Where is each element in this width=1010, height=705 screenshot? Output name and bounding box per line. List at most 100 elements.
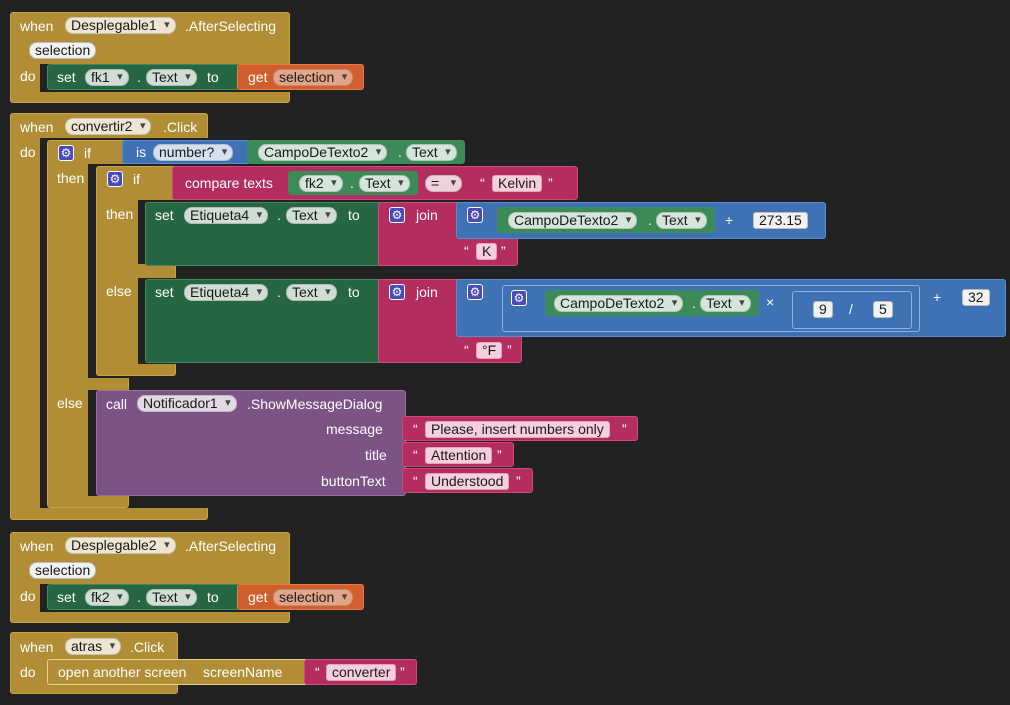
property-dropdown[interactable]: Text [286,284,337,301]
call-keyword: call [106,396,128,412]
buttontext-label: buttonText [321,473,386,489]
property-dropdown[interactable]: Text [146,69,197,86]
close-quote: ” [497,447,502,463]
get-variable-dropdown[interactable]: selection [273,69,354,86]
property-dropdown[interactable]: Text [286,207,337,224]
is-number-block[interactable]: is number? [122,140,250,164]
fahrenheit-unit-text[interactable]: °F [476,342,503,359]
component-dropdown[interactable]: CampoDeTexto2 [554,295,684,312]
compare-texts-block[interactable]: compare texts = “ Kelvin ” [172,166,578,200]
mutator-gear-icon[interactable]: ⚙ [389,207,405,223]
getter-fk2-text[interactable]: fk2 . Text [288,171,418,195]
mutator-gear-icon[interactable]: ⚙ [467,284,483,300]
set-keyword: set [57,69,76,85]
to-keyword: to [207,69,219,85]
property-dropdown[interactable]: Text [146,589,197,606]
component-dropdown[interactable]: fk2 [299,175,343,192]
event-name: .Click [163,119,198,135]
param-selection[interactable]: selection [29,562,97,579]
property-dropdown[interactable]: Text [406,144,457,161]
when-keyword: when [20,639,54,655]
get-variable-dropdown[interactable]: selection [273,589,354,606]
getter-campodetexto2-text[interactable]: CampoDeTexto2 . Text [247,140,465,164]
mutator-gear-icon[interactable]: ⚙ [467,207,483,223]
open-quote: “ [480,175,485,191]
then-keyword: then [57,170,85,186]
close-quote: ” [507,342,512,358]
close-quote: ” [501,243,506,259]
when-keyword: when [20,538,54,554]
kelvin-unit-text[interactable]: K [476,243,498,260]
close-quote: ” [400,664,405,680]
target-dropdown[interactable]: Etiqueta4 [184,207,269,224]
message-text-block[interactable]: “ Please, insert numbers only ” [402,416,638,441]
compare-text-value[interactable]: Kelvin [492,175,543,192]
dot-separator: . [350,175,354,191]
notifier-dropdown[interactable]: Notificador1 [137,395,237,412]
kelvin-offset-number[interactable]: 273.15 [753,212,808,229]
target-dropdown[interactable]: fk2 [85,589,129,606]
event-name: .AfterSelecting [185,538,277,554]
divide-block[interactable]: 9 / 5 [792,291,912,329]
buttontext-text-block[interactable]: “ Understood ” [402,468,533,493]
else-keyword: else [106,283,132,299]
method-name: .ShowMessageDialog [247,396,383,412]
buttontext-text-value[interactable]: Understood [425,473,510,490]
set-block[interactable]: set fk1 . Text to [47,64,241,90]
when-keyword: when [20,119,54,135]
target-dropdown[interactable]: fk1 [85,69,129,86]
when-keyword: when [20,18,54,34]
mutator-gear-icon[interactable]: ⚙ [511,290,527,306]
title-text-value[interactable]: Attention [425,447,493,464]
message-text-value[interactable]: Please, insert numbers only [425,421,610,438]
dot-separator: . [137,589,141,605]
property-dropdown[interactable]: Text [700,295,751,312]
is-operator-dropdown[interactable]: number? [153,144,234,161]
denominator-number[interactable]: 5 [873,301,893,318]
get-keyword: get [248,69,268,85]
component-dropdown[interactable]: convertir2 [65,118,152,135]
call-showmessagedialog-block[interactable]: call Notificador1 .ShowMessageDialog mes… [96,390,406,496]
dot-separator: . [398,144,402,160]
get-block[interactable]: get selection [237,584,364,610]
join-keyword: join [416,284,438,300]
event-name: .AfterSelecting [185,18,277,34]
component-dropdown[interactable]: Desplegable2 [65,537,176,554]
component-dropdown[interactable]: CampoDeTexto2 [258,144,388,161]
open-another-screen-block[interactable]: open another screen screenName [47,659,309,685]
numerator-number[interactable]: 9 [813,301,833,318]
mutator-gear-icon[interactable]: ⚙ [389,284,405,300]
do-keyword: do [20,588,36,604]
fahrenheit-offset-number[interactable]: 32 [962,289,990,306]
getter-campodetexto2-text[interactable]: CampoDeTexto2 . Text [497,207,715,233]
event-name: .Click [130,639,165,655]
component-dropdown[interactable]: CampoDeTexto2 [508,212,638,229]
compare-operator-dropdown[interactable]: = [425,175,463,192]
dot-separator: . [648,212,652,228]
set-keyword: set [57,589,76,605]
mutator-gear-icon[interactable]: ⚙ [58,145,74,161]
set-keyword: set [155,284,174,300]
mutator-gear-icon[interactable]: ⚙ [107,171,123,187]
property-dropdown[interactable]: Text [359,175,410,192]
open-quote: “ [413,473,418,489]
dot-separator: . [137,69,141,85]
set-etiqueta4-fahrenheit[interactable]: set Etiqueta4 . Text to [145,279,383,363]
open-screen-keyword: open another screen [58,664,187,680]
component-dropdown[interactable]: Desplegable1 [65,17,176,34]
property-dropdown[interactable]: Text [656,212,707,229]
param-selection[interactable]: selection [29,42,97,59]
plus-operator: + [933,289,942,305]
screen-name-value[interactable]: converter [326,664,397,681]
get-block[interactable]: get selection [237,64,364,90]
get-keyword: get [248,589,268,605]
set-block[interactable]: set fk2 . Text to [47,584,241,610]
set-etiqueta4-kelvin[interactable]: set Etiqueta4 . Text to [145,202,383,266]
getter-campodetexto2-text[interactable]: CampoDeTexto2 . Text [545,290,759,316]
target-dropdown[interactable]: Etiqueta4 [184,284,269,301]
open-quote: “ [464,243,469,259]
component-dropdown[interactable]: atras [65,638,122,655]
title-text-block[interactable]: “ Attention ” [402,442,514,467]
compare-keyword: compare texts [185,175,273,191]
screen-text-block[interactable]: “ converter ” [304,659,417,685]
